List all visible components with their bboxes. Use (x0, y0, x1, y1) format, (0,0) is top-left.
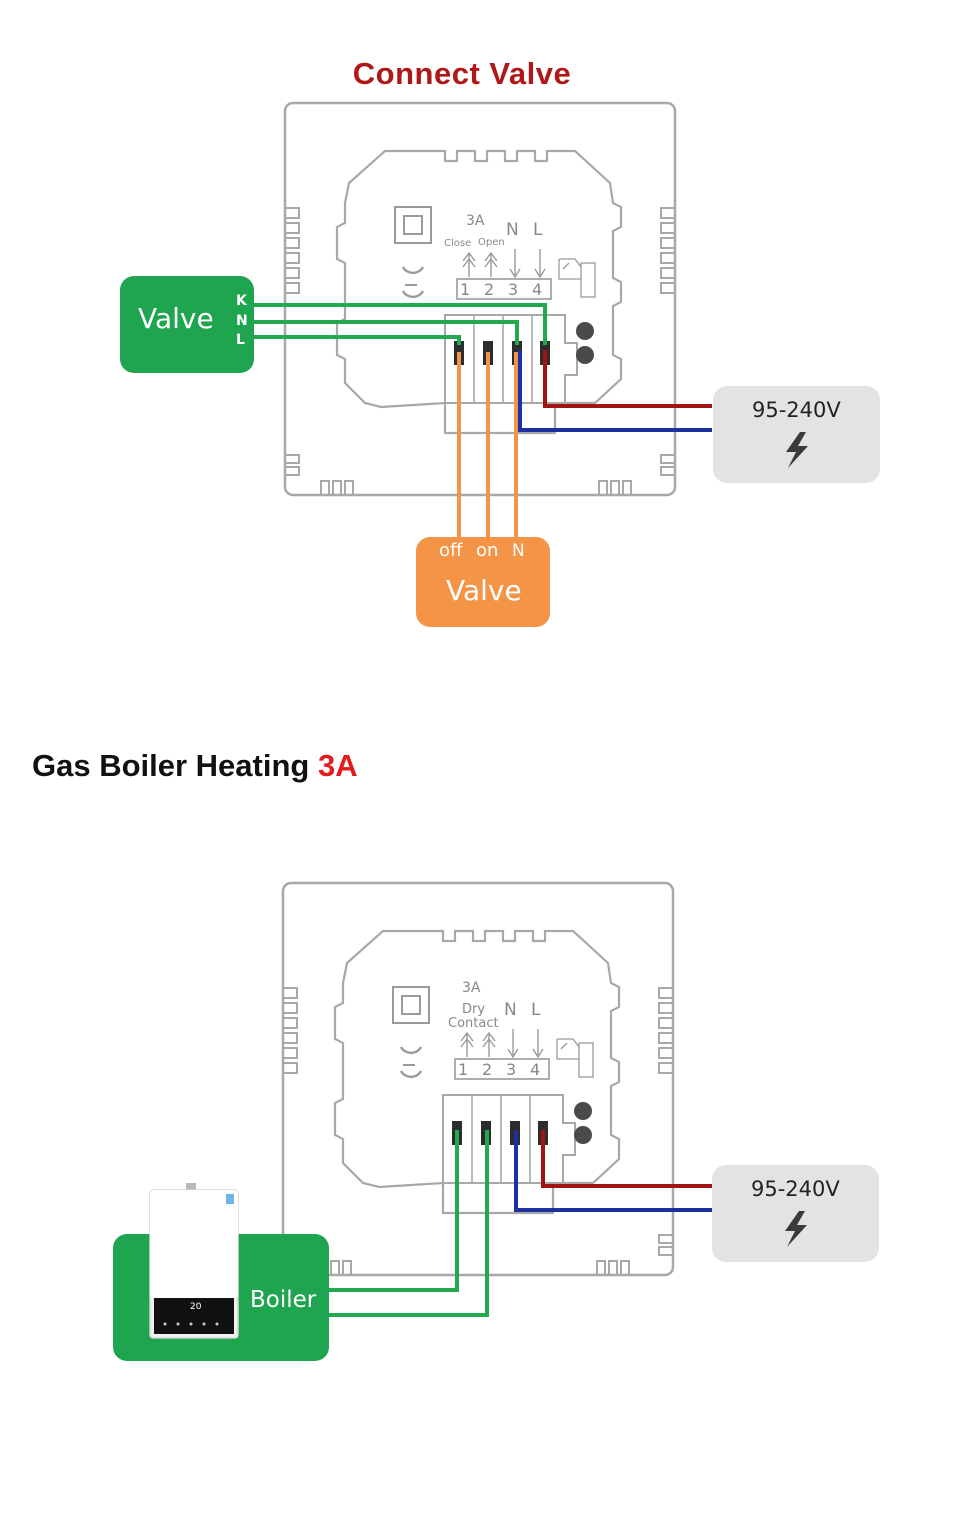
terminal-4-b: 4 (530, 1060, 541, 1079)
section2-title-accent: 3A (317, 748, 358, 783)
valve-pin-n2: N (512, 541, 525, 561)
valve-pin-n: N (236, 313, 248, 329)
n-label: N (506, 220, 519, 240)
terminal-2-b: 2 (482, 1060, 493, 1079)
valve-pin-k: K (236, 293, 247, 309)
section2-title-main: Gas Boiler Heating (32, 748, 318, 783)
boiler-display-text: 20 (190, 1302, 202, 1312)
valve-pin-off: off (439, 540, 463, 561)
close-label: Close (444, 238, 472, 249)
power-box-2 (712, 1165, 879, 1262)
rating-label: 3A (466, 213, 485, 229)
green-valve-wires (252, 303, 547, 345)
boiler-wires (326, 1130, 489, 1317)
lightning-icon (786, 432, 808, 468)
valve-green-label: Valve (138, 302, 214, 335)
n-label-2: N (504, 1000, 517, 1020)
terminal-4: 4 (532, 280, 543, 299)
neutral-wire-2 (514, 1130, 712, 1212)
live-wire-2 (541, 1130, 712, 1188)
terminal-1: 1 (460, 280, 471, 299)
orange-valve-wires (457, 352, 518, 540)
boiler-appliance-icon (149, 1183, 239, 1339)
terminal-3: 3 (508, 280, 519, 299)
contact-label: Contact (448, 1016, 499, 1031)
l-label-2: L (531, 1000, 541, 1020)
valve-pin-on: on (476, 540, 499, 561)
valve-orange-box (416, 537, 550, 627)
terminal-2: 2 (484, 280, 495, 299)
dry-label: Dry (462, 1002, 486, 1017)
open-label: Open (478, 237, 505, 248)
section2-title: Gas Boiler Heating 3A (32, 748, 358, 784)
thermostat-plate-2 (281, 881, 675, 1277)
neutral-wire-1 (518, 350, 712, 432)
valve-orange-label: Valve (446, 574, 522, 607)
lightning-icon (785, 1211, 807, 1247)
terminal-1-b: 1 (458, 1060, 469, 1079)
section1-title: Connect Valve (352, 56, 572, 91)
live-wire-1 (543, 350, 712, 408)
terminal-3-b: 3 (506, 1060, 517, 1079)
power-box-1 (713, 386, 880, 483)
power-label-1: 95-240V (752, 398, 841, 422)
power-label-2: 95-240V (751, 1177, 840, 1201)
boiler-label: Boiler (250, 1287, 317, 1313)
valve-pin-l: L (236, 332, 245, 348)
rating-label-2: 3A (462, 980, 481, 996)
thermostat-plate-1 (283, 101, 677, 497)
valve-green-box (120, 276, 254, 373)
l-label: L (533, 220, 543, 240)
